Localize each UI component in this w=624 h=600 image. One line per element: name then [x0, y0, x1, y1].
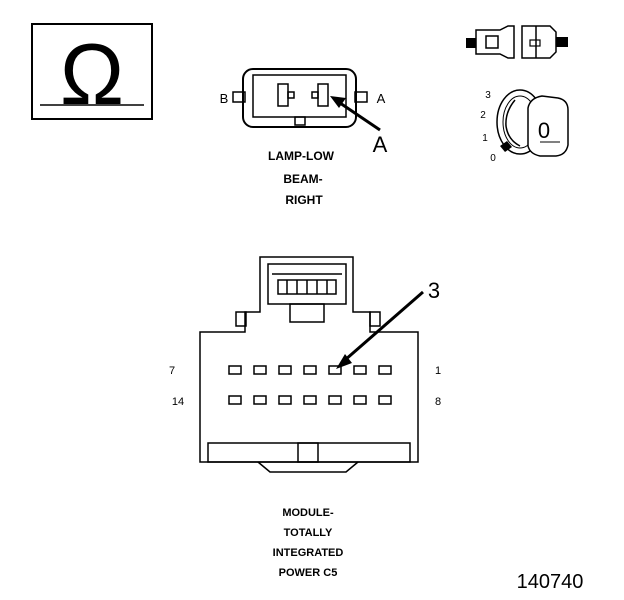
- figure-number: 140740: [517, 571, 584, 593]
- module-pin-14-label: 14: [172, 396, 184, 408]
- ignition-key-position: 0: [538, 118, 550, 143]
- lamp-pin-b-label: B: [220, 91, 229, 106]
- ohm-symbol: Ω: [60, 27, 124, 123]
- ignition-switch-icon: [496, 89, 569, 157]
- ohmmeter-icon: Ω: [31, 23, 153, 123]
- lamp-pin-a-label: A: [377, 91, 386, 106]
- lamp-connector: [232, 68, 368, 128]
- lamp-label-line-3: RIGHT: [285, 193, 323, 207]
- ignition-pos-1: 1: [482, 133, 488, 144]
- callout-a-label: A: [373, 132, 388, 157]
- callout-a-arrow: [330, 96, 381, 132]
- lamp-label-line-2: BEAM-: [283, 172, 322, 186]
- module-connector: [199, 256, 419, 473]
- module-pin-cavities: [228, 365, 392, 405]
- ignition-pos-2: 2: [480, 110, 486, 121]
- callout-3-arrow: [336, 290, 424, 369]
- module-label-line-4: POWER C5: [279, 567, 338, 579]
- disconnected-connector-icon: [466, 25, 568, 59]
- callout-3-label: 3: [428, 278, 440, 303]
- lamp-label-line-1: LAMP-LOW: [268, 149, 335, 163]
- module-pin-7-label: 7: [169, 365, 175, 377]
- module-label-line-3: INTEGRATED: [273, 547, 344, 559]
- ignition-pos-0: 0: [490, 153, 496, 164]
- module-pin-8-label: 8: [435, 396, 441, 408]
- module-label-line-2: TOTALLY: [284, 527, 333, 539]
- module-pin-1-label: 1: [435, 365, 441, 377]
- ignition-pos-3: 3: [485, 90, 491, 101]
- module-label-line-1: MODULE-: [282, 507, 334, 519]
